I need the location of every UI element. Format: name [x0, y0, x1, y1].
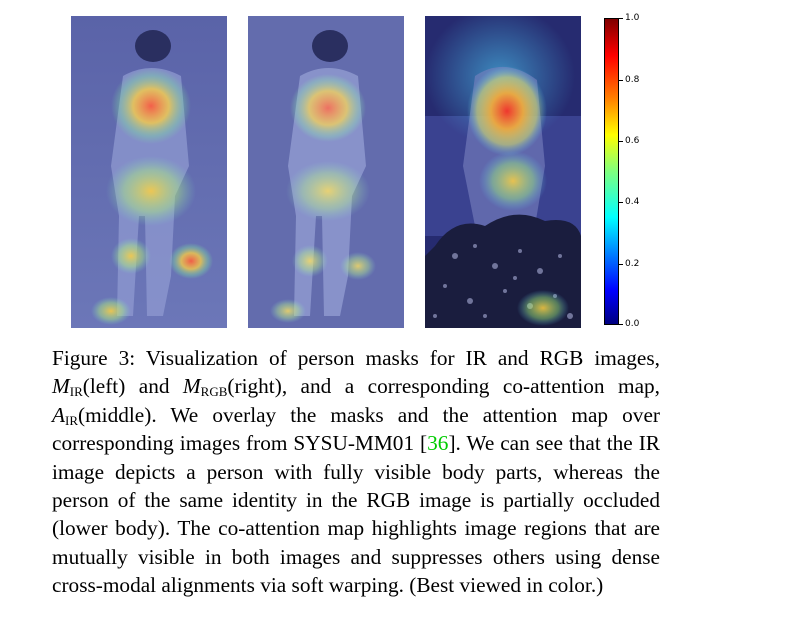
caption-text: (left) and — [82, 374, 183, 399]
co-attention-map-image — [248, 16, 404, 328]
math-a-ir: AIR — [52, 402, 79, 428]
colorbar-label: 0.4 — [625, 197, 640, 207]
colorbar-tick — [619, 141, 623, 142]
colorbar-tick — [619, 324, 623, 325]
colorbar-label: 0.2 — [625, 259, 640, 269]
colorbar-label: 1.0 — [625, 13, 640, 23]
colorbar-tick — [619, 202, 623, 203]
rgb-heatmap-overlay — [425, 16, 581, 328]
colorbar — [604, 18, 619, 325]
colorbar-tick — [619, 80, 623, 81]
colorbar-tick — [619, 18, 623, 19]
caption-text: ]. We can see that the IR image depicts … — [52, 431, 661, 598]
ir-person-mask-image — [71, 16, 227, 328]
caption-label: Figure 3: — [52, 346, 136, 370]
caption-text: Visualization of person masks for IR and… — [135, 346, 660, 370]
colorbar-tick — [619, 264, 623, 265]
caption-text: (middle). We overlay the masks and the a… — [52, 402, 660, 456]
math-m-ir: MIR — [52, 374, 83, 400]
rgb-person-mask-image — [425, 16, 581, 328]
colorbar-label: 0.8 — [625, 75, 640, 85]
attention-heatmap-overlay — [248, 16, 404, 328]
caption-text: (right), and a corresponding co-attentio… — [227, 374, 660, 399]
colorbar-label: 0.0 — [625, 319, 640, 329]
citation-link[interactable]: 36 — [427, 431, 449, 456]
colorbar-label: 0.6 — [625, 136, 640, 146]
math-m-rgb: MRGB — [182, 374, 228, 400]
ir-heatmap-overlay — [71, 16, 227, 328]
figure-caption: Figure 3: Visualization of person masks … — [52, 344, 660, 600]
